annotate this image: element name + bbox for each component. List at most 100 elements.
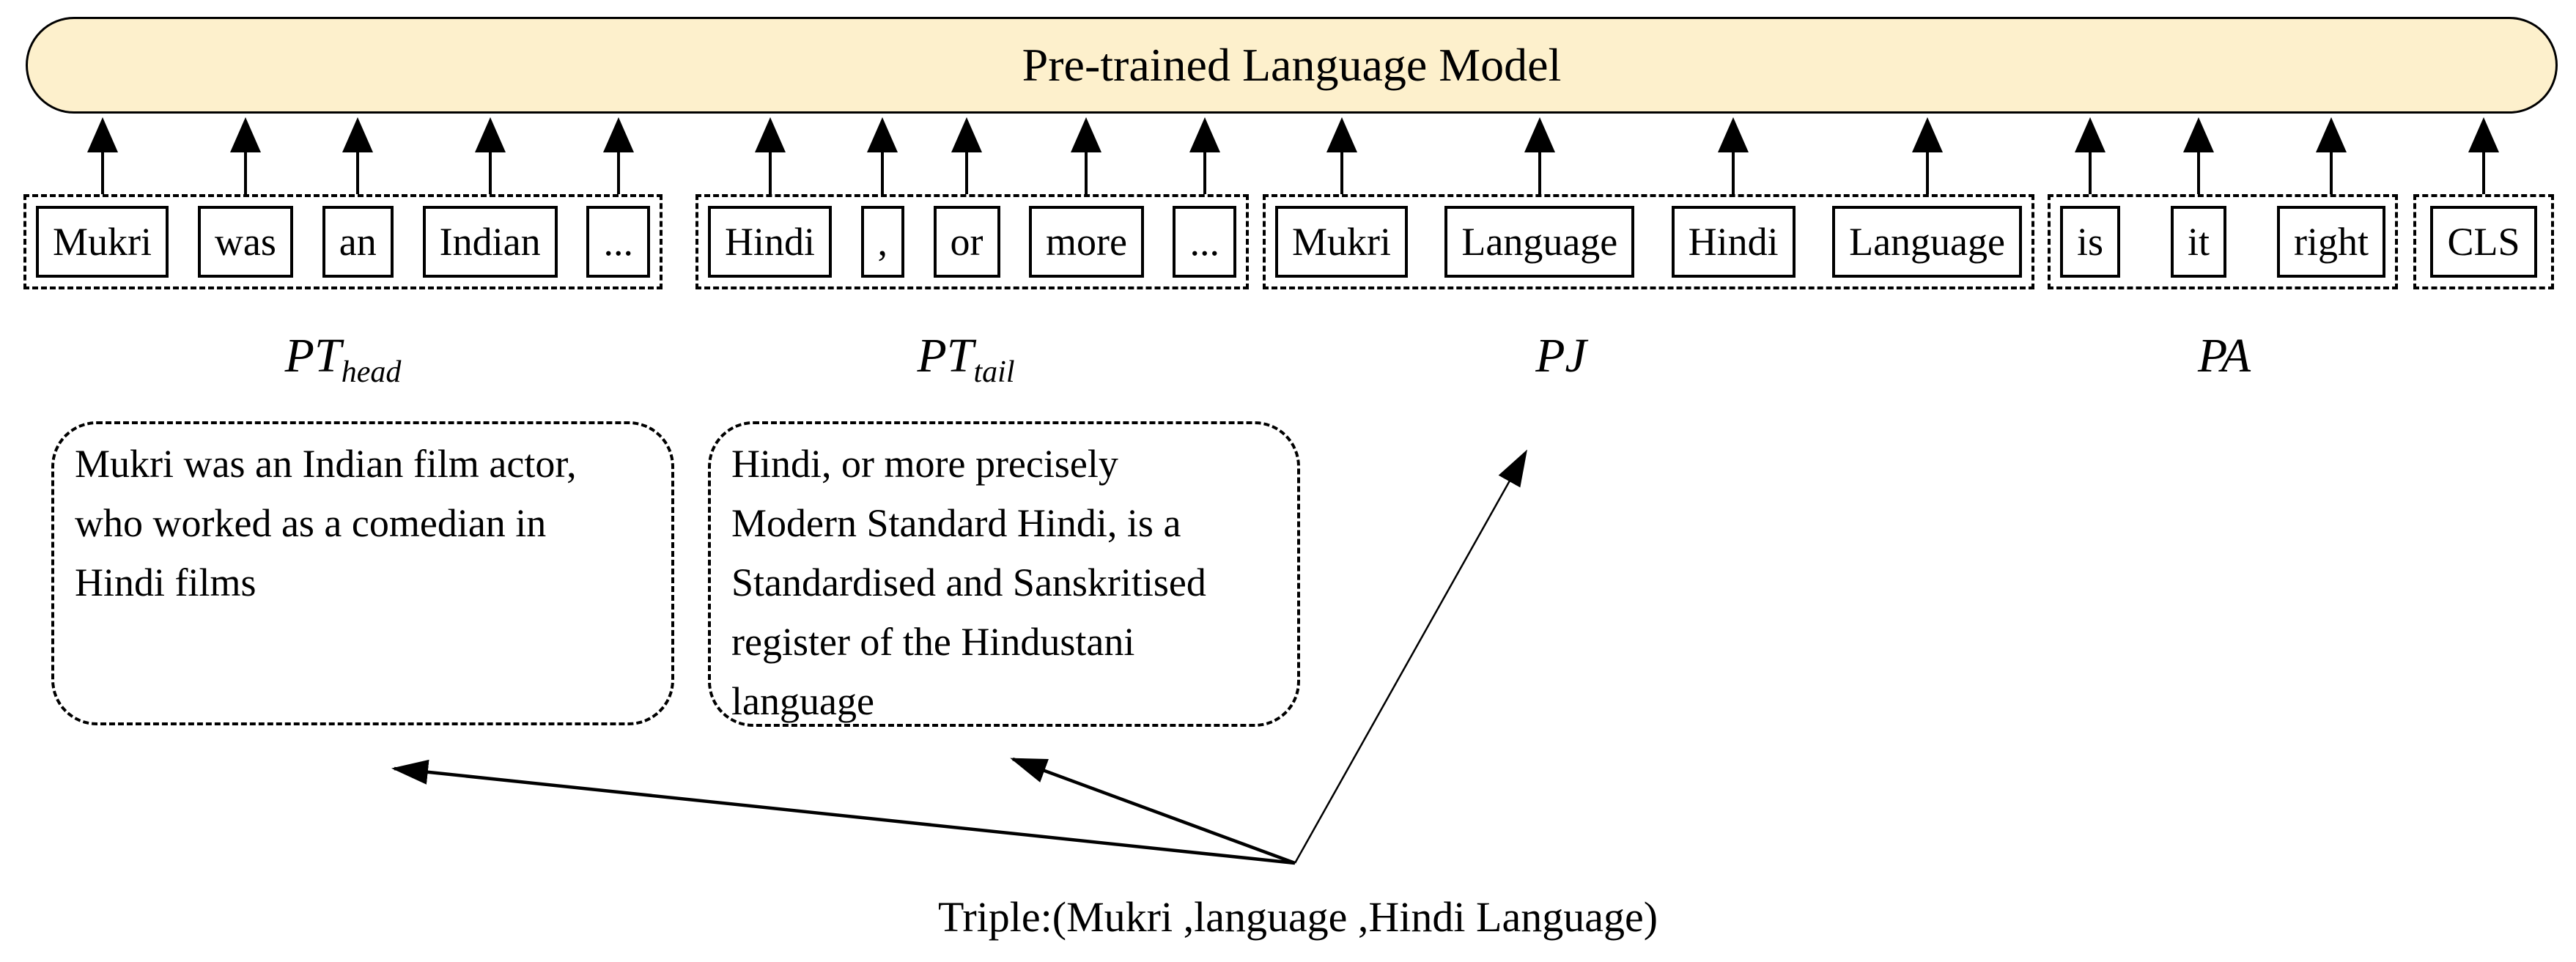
passage-line: Modern Standard Hindi, is a xyxy=(731,501,1181,545)
arrow-head xyxy=(474,117,506,152)
token: it xyxy=(2171,117,2227,278)
arrow-stem xyxy=(2089,152,2092,194)
up-arrow-icon xyxy=(1718,117,1749,194)
token-box: Hindi xyxy=(708,206,833,278)
token: was xyxy=(197,117,293,278)
arrow-stem xyxy=(1085,152,1088,194)
token: is xyxy=(2060,117,2121,278)
token-box: right xyxy=(2276,206,2385,278)
passage-line: Standardised and Sanskritised xyxy=(731,560,1206,604)
label-main: PA xyxy=(2197,329,2251,382)
arrow-to-pj-label xyxy=(1293,449,1527,864)
group-label-pt-tail: PTtail xyxy=(917,328,1014,390)
token-box: ... xyxy=(586,206,650,278)
token: Language xyxy=(1444,117,1635,278)
arrow-head xyxy=(602,117,634,152)
group-label-pj: PJ xyxy=(1535,328,1587,390)
passage-line: Mukri was an Indian film actor, xyxy=(75,442,577,486)
token-box: , xyxy=(860,206,905,278)
arrow-stem xyxy=(768,152,772,194)
arrow-stem xyxy=(1732,152,1735,194)
arrow-stem xyxy=(1925,152,1929,194)
token-box: Hindi xyxy=(1671,206,1796,278)
token-box: Mukri xyxy=(1275,206,1408,278)
token-box: CLS xyxy=(2430,206,2537,278)
arrow-stem xyxy=(2481,152,2485,194)
token: CLS xyxy=(2430,117,2537,278)
arrow-head xyxy=(86,117,118,152)
up-arrow-icon xyxy=(229,117,261,194)
arrow-head xyxy=(951,117,982,152)
arrow-head xyxy=(2315,117,2347,152)
pretrained-model-label: Pre-trained Language Model xyxy=(1022,39,1562,91)
token-box: Language xyxy=(1444,206,1635,278)
up-arrow-icon xyxy=(1524,117,1555,194)
token: Language xyxy=(1832,117,2022,278)
label-main: PT xyxy=(917,329,974,382)
up-arrow-icon xyxy=(867,117,898,194)
arrow-head xyxy=(1911,117,1943,152)
arrow-head xyxy=(2075,117,2106,152)
token: Hindi xyxy=(708,117,833,278)
arrow-head xyxy=(229,117,261,152)
token: right xyxy=(2276,117,2385,278)
arrow-stem xyxy=(616,152,620,194)
arrow-stem xyxy=(965,152,968,194)
token-box: Mukri xyxy=(36,206,169,278)
arrow-head xyxy=(2468,117,2499,152)
head-passage-box: Mukri was an Indian film actor,who worke… xyxy=(51,421,674,725)
up-arrow-icon xyxy=(2468,117,2499,194)
up-arrow-icon xyxy=(602,117,634,194)
group-label-pa: PA xyxy=(2198,328,2251,390)
token-box: ... xyxy=(1173,206,1236,278)
token: Mukri xyxy=(36,117,169,278)
arrow-head xyxy=(754,117,786,152)
token-box: or xyxy=(933,206,1000,278)
up-arrow-icon xyxy=(2075,117,2106,194)
up-arrow-icon xyxy=(2315,117,2347,194)
token: ... xyxy=(586,117,650,278)
up-arrow-icon xyxy=(86,117,118,194)
token-box: was xyxy=(197,206,293,278)
arrow-stem xyxy=(1203,152,1206,194)
pretrained-model-box: Pre-trained Language Model xyxy=(26,17,2558,114)
token: Hindi xyxy=(1671,117,1796,278)
up-arrow-icon xyxy=(754,117,786,194)
token: or xyxy=(933,117,1000,278)
arrow-stem xyxy=(243,152,247,194)
token-box: it xyxy=(2171,206,2227,278)
arrow-head xyxy=(1326,117,1357,152)
arrow-head xyxy=(2183,117,2214,152)
token-box: an xyxy=(322,206,394,278)
token-group-cls: CLS xyxy=(2413,117,2554,289)
token: ... xyxy=(1173,117,1236,278)
passage-line: Hindi films xyxy=(75,560,257,604)
arrow-head xyxy=(1524,117,1555,152)
arrow-to-tail-passage xyxy=(1010,757,1296,865)
triple-caption: Triple:(Mukri ,language ,Hindi Language) xyxy=(937,893,1658,941)
up-arrow-icon xyxy=(2183,117,2214,194)
passage-line: register of the Hindustani xyxy=(731,620,1135,664)
arrow-stem xyxy=(1340,152,1343,194)
token: Mukri xyxy=(1275,117,1408,278)
arrow-head xyxy=(342,117,374,152)
label-main: PJ xyxy=(1535,329,1587,382)
up-arrow-icon xyxy=(1189,117,1220,194)
arrow-stem xyxy=(2329,152,2333,194)
passage-line: language xyxy=(731,679,874,723)
arrow-stem xyxy=(881,152,885,194)
label-sub: head xyxy=(341,355,402,390)
arrow-stem xyxy=(356,152,360,194)
token-box: more xyxy=(1029,206,1144,278)
up-arrow-icon xyxy=(342,117,374,194)
arrow-head xyxy=(1189,117,1220,152)
token-box: Language xyxy=(1832,206,2022,278)
label-main: PT xyxy=(284,329,342,382)
arrow-stem xyxy=(488,152,492,194)
up-arrow-icon xyxy=(1911,117,1943,194)
token-group-pj: Mukri Language Hindi Language xyxy=(1263,117,2034,289)
arrow-stem xyxy=(2197,152,2200,194)
token: an xyxy=(322,117,394,278)
